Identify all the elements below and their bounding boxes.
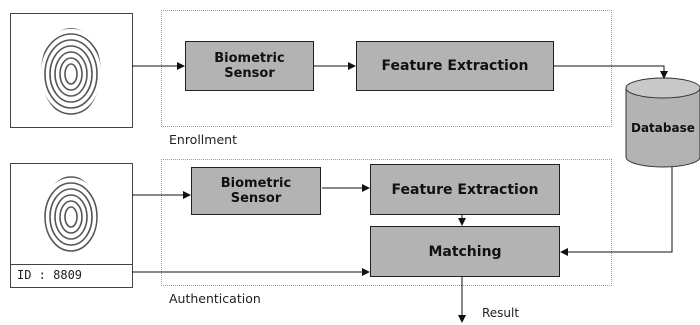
matching-box: Matching [370, 226, 560, 277]
enrollment-fingerprint-frame [10, 13, 133, 128]
id-divider [11, 264, 132, 265]
enrollment-feature-label: Feature Extraction [381, 58, 529, 74]
enrollment-group [161, 10, 612, 127]
enrollment-label: Enrollment [169, 132, 237, 147]
authentication-feature-extraction: Feature Extraction [370, 164, 560, 215]
authentication-biometric-sensor: Biometric Sensor [191, 167, 321, 215]
authentication-label: Authentication [169, 291, 261, 306]
database-label: Database [631, 121, 695, 135]
enrollment-biometric-sensor: Biometric Sensor [185, 41, 314, 91]
result-label: Result [482, 306, 520, 320]
arrow-feature-to-database [554, 65, 668, 79]
fingerprint-icon [44, 176, 98, 254]
authentication-fingerprint-frame: ID : 8809 [10, 163, 133, 288]
id-label: ID : 8809 [17, 268, 83, 282]
enrollment-sensor-label: Biometric Sensor [214, 51, 285, 81]
matching-label: Matching [428, 243, 502, 260]
fingerprint-icon [41, 28, 101, 116]
enrollment-feature-extraction: Feature Extraction [356, 41, 554, 91]
authentication-feature-label: Feature Extraction [391, 181, 539, 198]
authentication-group [161, 159, 612, 286]
arrow-database-to-matching [560, 167, 673, 256]
authentication-sensor-label: Biometric Sensor [220, 176, 292, 206]
